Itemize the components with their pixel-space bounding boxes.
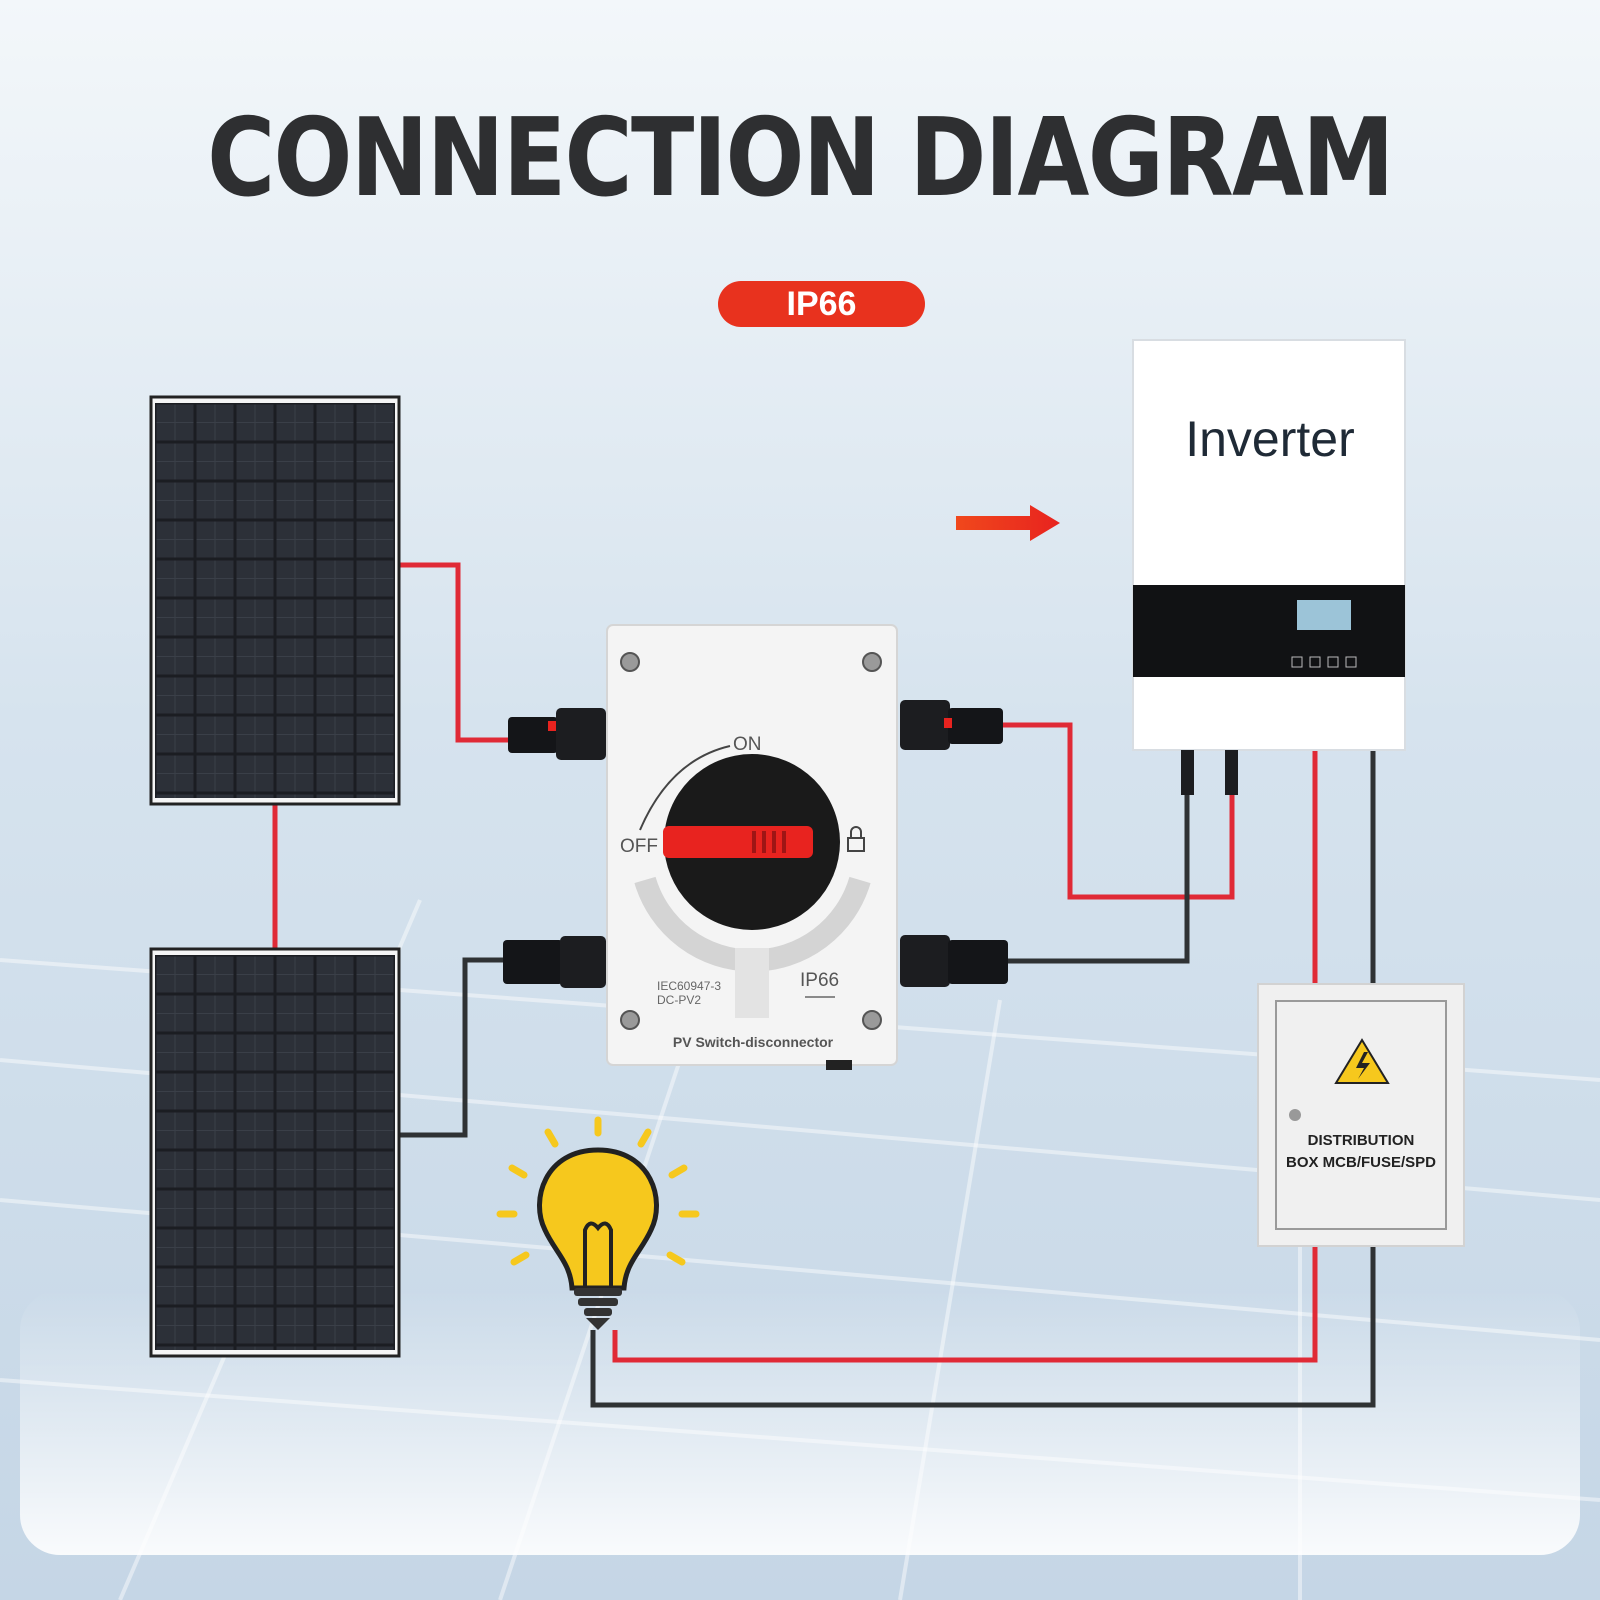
screw xyxy=(862,1010,882,1030)
pv-switch-disconnector xyxy=(606,624,898,1070)
inverter-label: Inverter xyxy=(1185,411,1355,467)
wire-panel-top-positive xyxy=(393,562,512,743)
padlock-icon xyxy=(847,826,865,852)
switch-standard-line2: DC-PV2 xyxy=(657,993,702,1007)
switch-on-label: ON xyxy=(733,734,762,755)
solar-panel-top xyxy=(149,395,401,806)
solar-panel-bottom xyxy=(149,947,401,1358)
background-fade xyxy=(20,1290,1580,1555)
wire-switch-out-negative xyxy=(1008,795,1190,964)
page-title: CONNECTION DIAGRAM xyxy=(207,96,1394,221)
mc4-connector-output-top xyxy=(900,700,1003,750)
wire-panel-bottom-negative xyxy=(393,957,505,1138)
switch-ip-rating: IP66 xyxy=(800,970,840,991)
mc4-connector-output-bottom xyxy=(900,935,1008,987)
wire-switch-out-positive xyxy=(1003,722,1235,900)
inverter-unit xyxy=(1132,339,1406,795)
wire-dist-to-load-red xyxy=(612,1245,1318,1363)
mc4-connector-input-bottom xyxy=(503,936,606,988)
inverter-connector-neg xyxy=(1181,750,1194,795)
light-bulb-icon xyxy=(496,1116,700,1330)
ip-rating-badge: IP66 xyxy=(718,281,925,327)
mc4-connector-input-top xyxy=(508,708,606,760)
inverter-connector-pos xyxy=(1225,750,1238,795)
screw xyxy=(862,652,882,672)
switch-off-label: OFF xyxy=(620,836,658,857)
inverter-button[interactable] xyxy=(1309,656,1321,668)
inverter-button[interactable] xyxy=(1345,656,1357,668)
distribution-box-label-line1: DISTRIBUTION xyxy=(1307,1132,1415,1149)
inverter-button[interactable] xyxy=(1291,656,1303,668)
wires xyxy=(272,562,1376,1408)
wire-dist-to-load-black xyxy=(590,1245,1376,1408)
switch-device-name: PV Switch-disconnector xyxy=(672,1034,834,1050)
distribution-box-label-line2: BOX MCB/FUSE/SPD xyxy=(1285,1154,1436,1171)
screw xyxy=(620,652,640,672)
inverter-display xyxy=(1297,600,1351,630)
distribution-box xyxy=(1257,983,1465,1247)
inverter-button[interactable] xyxy=(1327,656,1339,668)
switch-standard-line1: IEC60947-3 xyxy=(657,979,722,993)
lock-hole xyxy=(1289,1109,1301,1121)
rotation-arrow-icon xyxy=(639,745,731,831)
screw xyxy=(620,1010,640,1030)
arrow-right-icon xyxy=(956,505,1060,541)
rotary-handle[interactable] xyxy=(663,826,813,858)
